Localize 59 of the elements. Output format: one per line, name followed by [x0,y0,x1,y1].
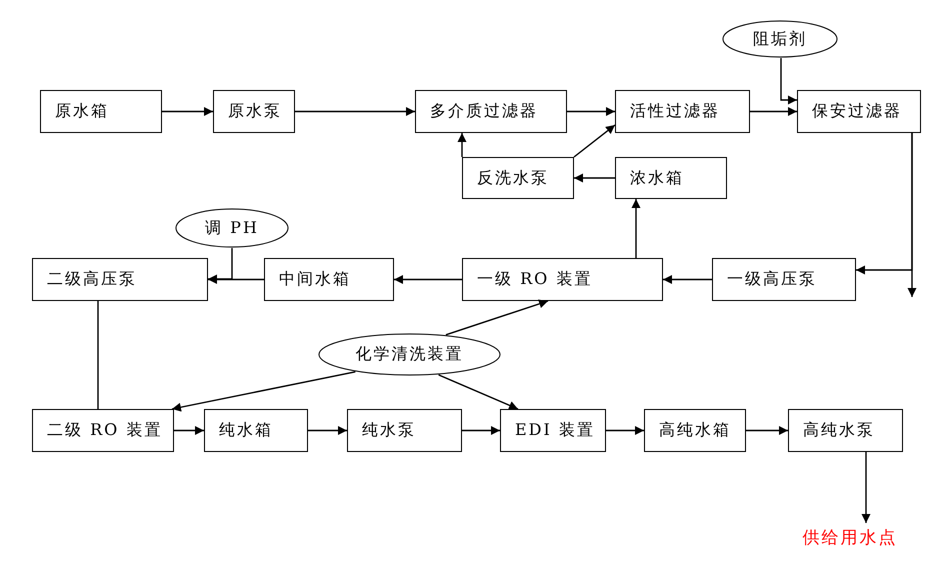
node-label: 反洗水泵 [477,168,549,188]
process-box [462,157,574,199]
node-label: 高纯水箱 [659,420,731,441]
process-box [615,90,750,133]
process-box [797,90,921,133]
arrow [458,133,466,157]
arrow [908,133,916,297]
arrow [746,426,788,435]
process-box [32,409,174,452]
process-box [213,90,295,133]
arrow [174,426,204,435]
arrow [394,275,462,284]
process-box [347,409,462,452]
process-box [712,258,856,301]
arrow [632,199,640,258]
process-box [462,258,663,301]
arrow [862,452,870,523]
process-box [32,258,208,301]
arrow [606,426,644,435]
arrow [750,107,797,116]
node-label: 中间水箱 [279,269,351,290]
node-label: 多介质过滤器 [430,101,538,122]
node-label: 化学清洗装置 [356,344,464,365]
node-label: 原水箱 [55,101,109,122]
node-label: 一级高压泵 [727,269,817,290]
arrow [162,107,213,116]
arrow [780,58,797,104]
arrow [446,300,548,336]
process-box [40,90,162,133]
arrow [574,124,616,158]
node-label: 阻垢剂 [753,28,807,50]
arrow [172,371,356,412]
node-label: 高纯水泵 [803,420,875,441]
arrow [295,107,415,116]
node-label: 二级 RO 装置 [47,420,162,441]
arrow [462,426,500,435]
arrow [567,107,615,116]
process-box [204,409,308,452]
node-label: 活性过滤器 [630,101,720,122]
node-label: 一级 RO 装置 [477,269,592,290]
node-label: 原水泵 [228,101,282,122]
process-box [500,409,606,452]
process-box [264,258,394,301]
node-label: 浓水箱 [630,168,684,188]
node-label: 保安过滤器 [812,101,902,122]
arrow [574,174,615,182]
node-label: 纯水泵 [362,420,416,441]
node-label: 调 PH [205,218,259,238]
arrow [438,374,518,410]
arrow [308,426,347,435]
process-box [415,90,567,133]
node-label: 二级高压泵 [47,269,137,290]
outlet-label: 供给用水点 [802,526,898,548]
arrow [663,275,712,284]
node-label: 纯水箱 [219,420,273,441]
process-box [615,157,727,199]
node-label: EDI 装置 [515,420,595,441]
process-box [788,409,903,452]
process-box [644,409,746,452]
